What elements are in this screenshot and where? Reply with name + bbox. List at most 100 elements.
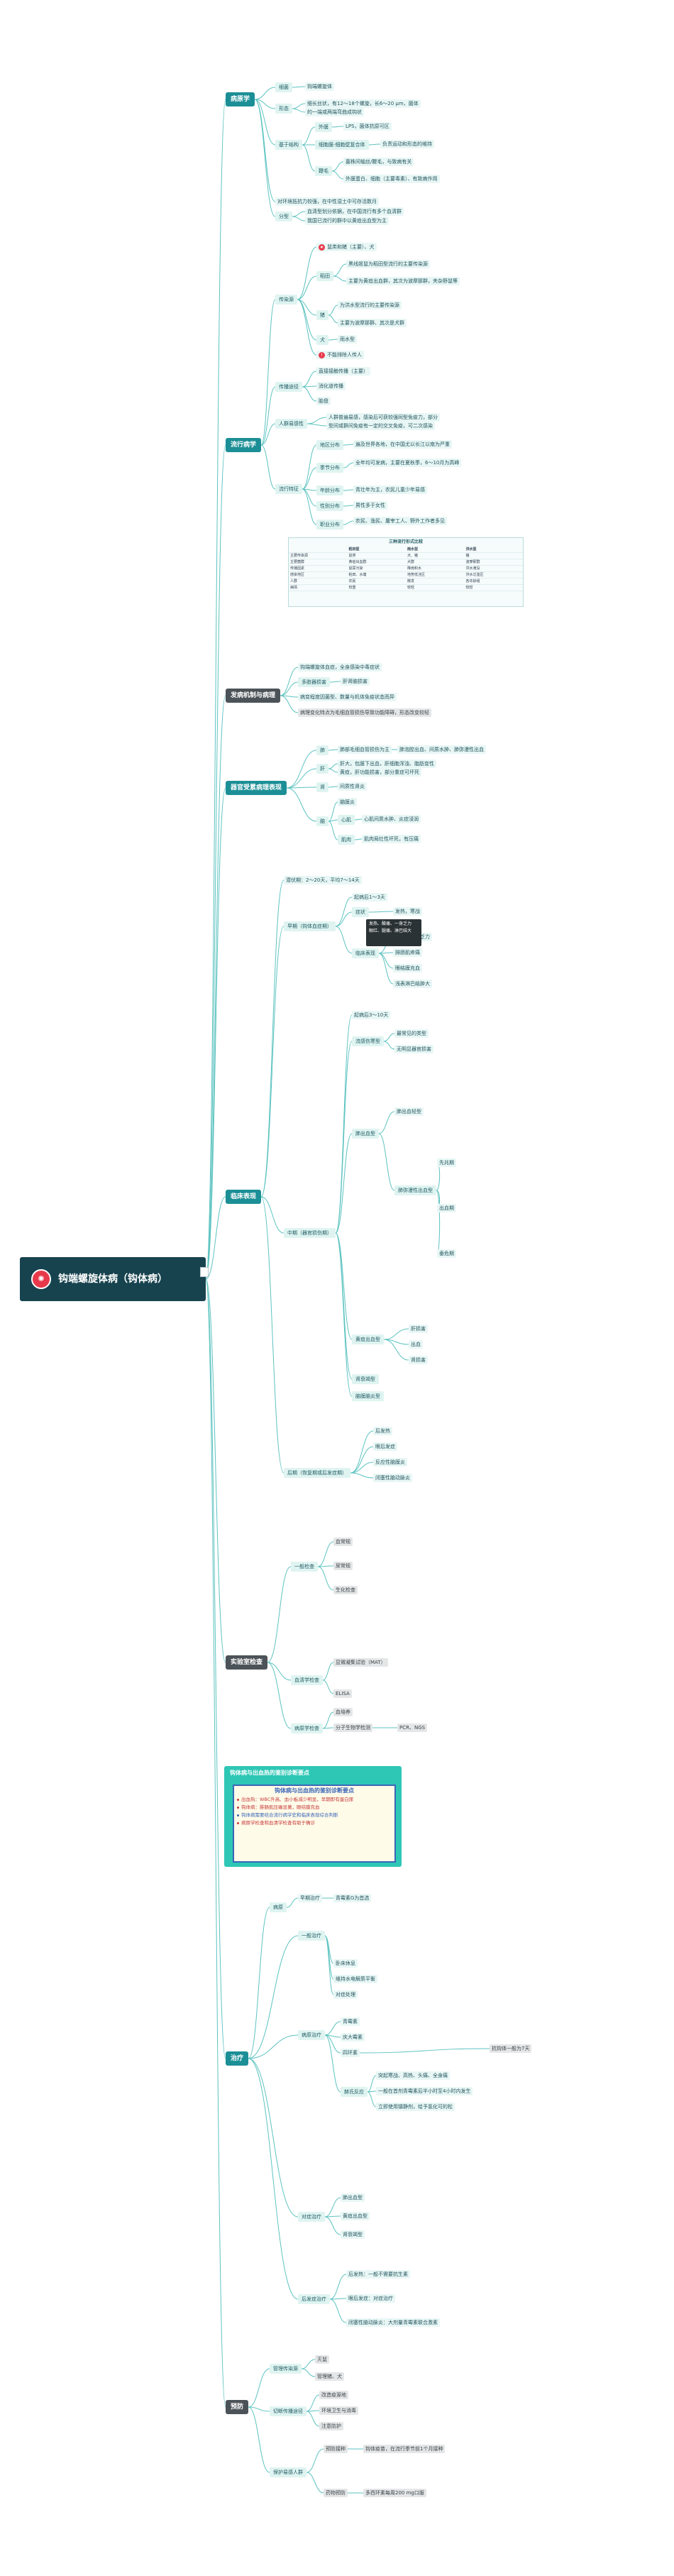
branch-pathogen[interactable]: 病原学 — [226, 92, 255, 106]
pulmonary-diffuse[interactable]: 肺弥漫性出血型 — [394, 1185, 436, 1195]
type-renal[interactable]: 肾衰竭型 — [352, 1374, 379, 1384]
connector-line — [328, 305, 338, 316]
treat-etiology[interactable]: 病原 — [270, 1902, 287, 1912]
connector-line — [248, 1935, 299, 2059]
connector-line — [205, 1278, 226, 2059]
pathogen-structure[interactable]: 基于结构 — [275, 140, 302, 150]
epi-feature-occupation[interactable]: 职业分布 — [316, 520, 343, 530]
connector-line — [286, 786, 317, 789]
connector-line — [297, 275, 317, 300]
prev-susceptible[interactable]: 保护易感人群 — [270, 2467, 306, 2477]
type-meningo[interactable]: 脑膜脑炎型 — [352, 1391, 384, 1401]
lab-urine-routine: 尿常规 — [333, 1562, 353, 1570]
differential-note-card[interactable]: 钩体病与出血热的鉴别诊断要点 钩体病与出血热的鉴别诊断要点 出血热：WBC升高、… — [224, 1766, 402, 1867]
connector-line — [260, 423, 276, 446]
epi-susceptibility[interactable]: 人群易感性 — [275, 419, 307, 429]
pathogen-bacteria[interactable]: 细菌 — [275, 82, 292, 92]
symptom-fever: 发热，寒战 — [393, 907, 422, 916]
table-cell: 感染地区 — [289, 571, 348, 579]
epi-features[interactable]: 流行特征 — [275, 484, 302, 494]
epi-source[interactable]: 传染源 — [275, 295, 297, 305]
epi-feature-season[interactable]: 季节分布 — [316, 463, 343, 473]
note-line: 钩体病：腓肠肌压痛显著，眼结膜充血 — [234, 1804, 394, 1812]
prev-vaccine-1: 钩体疫苗，在流行季节前1个月接种 — [363, 2445, 446, 2453]
type-pulmonary[interactable]: 肺出血型 — [352, 1129, 379, 1139]
branch-organ-pathology[interactable]: 器官受累病理表现 — [226, 781, 287, 795]
connector-line — [328, 339, 338, 341]
organ-kidney[interactable]: 肾 — [316, 782, 328, 792]
clinical-middle[interactable]: 中期（器官损伤期） — [284, 1228, 336, 1238]
patho-2[interactable]: 多脏器损害 — [298, 677, 330, 687]
lab-pathogen[interactable]: 病原学检查 — [291, 1723, 323, 1733]
epi-feature-age[interactable]: 年龄分布 — [316, 486, 343, 495]
connector-line — [343, 520, 354, 525]
note-icon[interactable] — [200, 1267, 209, 1277]
epi-source-dog[interactable]: 犬 — [316, 335, 328, 345]
table-row: 传播因素鼠尿污染降雨积水洪水淹没 — [289, 565, 523, 572]
connector-line — [248, 2058, 299, 2218]
connector-line — [280, 667, 299, 696]
epi-feature-region[interactable]: 地区分布 — [316, 440, 343, 450]
type-flu[interactable]: 流感伤寒型 — [352, 1036, 384, 1046]
organ-lung-2: 肺泡腔出血、间质水肿、肺弥漫性出血 — [397, 745, 486, 754]
table-cell: 降雨积水 — [406, 565, 465, 572]
treat-antibiotic[interactable]: 病原治疗 — [298, 2030, 325, 2040]
lab-general[interactable]: 一般检查 — [291, 1562, 318, 1572]
epi-route-2: 消化道传播 — [316, 382, 346, 390]
treat-sequelae[interactable]: 后发症治疗 — [298, 2294, 330, 2304]
connector-line — [322, 1711, 334, 1729]
branch-treatment[interactable]: 治疗 — [226, 2051, 249, 2066]
table-cell: 较重 — [347, 584, 406, 591]
connector-line — [302, 386, 317, 402]
prev-route[interactable]: 切断传播途径 — [270, 2406, 306, 2416]
organ-brain[interactable]: 脑 — [316, 816, 328, 826]
epi-source-field[interactable]: 稻田 — [316, 271, 333, 281]
clinical-early-signs[interactable]: 临床表现 — [352, 948, 379, 958]
table-cell: 波摩那群 — [464, 559, 523, 566]
branch-epidemiology[interactable]: 流行病学 — [226, 438, 262, 452]
treat-bubble: 抗钩体一般为7天 — [490, 2044, 532, 2053]
root-title[interactable]: ✺ 钩端螺旋体病（钩体病） — [20, 1257, 206, 1301]
pathogen-typing[interactable]: 分型 — [275, 212, 292, 221]
organ-heart[interactable]: 心肌 — [338, 815, 355, 825]
clinical-early[interactable]: 早期（钩体血症期） — [284, 921, 336, 931]
lab-serology[interactable]: 血清学检查 — [291, 1675, 323, 1685]
connector-line — [350, 1472, 374, 1479]
prev-source[interactable]: 管理传染源 — [270, 2364, 302, 2374]
late-fever: 后发热 — [373, 1427, 392, 1435]
type-jaundice[interactable]: 黄疸出血型 — [352, 1334, 384, 1344]
organ-muscle[interactable]: 肌肉 — [338, 835, 355, 845]
epi-route[interactable]: 传播途径 — [275, 382, 302, 392]
connector-line — [331, 126, 344, 128]
note-header: 钩体病与出血热的鉴别诊断要点 — [230, 1770, 309, 1776]
pathogen-typing-1: 血清型划分依据，在中国流行有多个血清群 — [305, 207, 404, 216]
treat-gentamicin: 庆大霉素 — [341, 2033, 365, 2041]
connector-line — [383, 1041, 395, 1050]
branch-pathogenesis[interactable]: 发病机制与病理 — [226, 689, 281, 703]
branch-clinical[interactable]: 临床表现 — [226, 1190, 262, 1204]
pathogen-morphology[interactable]: 形态 — [275, 104, 292, 114]
connector-line — [368, 143, 381, 146]
organ-lung[interactable]: 肺 — [316, 745, 328, 755]
organ-liver[interactable]: 肝 — [316, 764, 328, 774]
structure-cell-wall[interactable]: 细胞膜-细胞壁复合体 — [315, 140, 369, 150]
table-header-cell: 雨水型 — [406, 547, 465, 553]
organ-liver-1: 肝大，包膜下出血，肝细胞浑浊、脂肪变性 — [338, 760, 436, 768]
clinical-early-symptoms[interactable]: 症状 — [352, 907, 369, 917]
herx-2: 一般在首剂青霉素后半小时至4小时内发生 — [376, 2087, 473, 2095]
structure-flagella[interactable]: 鞭毛 — [315, 166, 332, 176]
branch-lab[interactable]: 实验室检查 — [226, 1655, 268, 1670]
clinical-late[interactable]: 后期（恢复期或后发症期） — [284, 1468, 350, 1478]
structure-outer-membrane[interactable]: 外膜 — [315, 122, 332, 132]
epi-source-pig[interactable]: 猪 — [316, 310, 328, 320]
connector-line — [329, 2298, 347, 2300]
connector-line — [378, 1133, 395, 1191]
treat-symptomatic[interactable]: 对症治疗 — [298, 2212, 325, 2222]
epi-feature-sex[interactable]: 性别分布 — [316, 501, 343, 511]
treat-general[interactable]: 一般治疗 — [298, 1931, 325, 1941]
branch-prevention[interactable]: 预防 — [226, 2400, 249, 2414]
treat-herxheimer[interactable]: 赫氏反应 — [341, 2087, 368, 2097]
connector-line — [302, 488, 317, 525]
connector-line — [292, 108, 306, 113]
epi-route-1: 直接接触传播（主要） — [316, 367, 370, 376]
